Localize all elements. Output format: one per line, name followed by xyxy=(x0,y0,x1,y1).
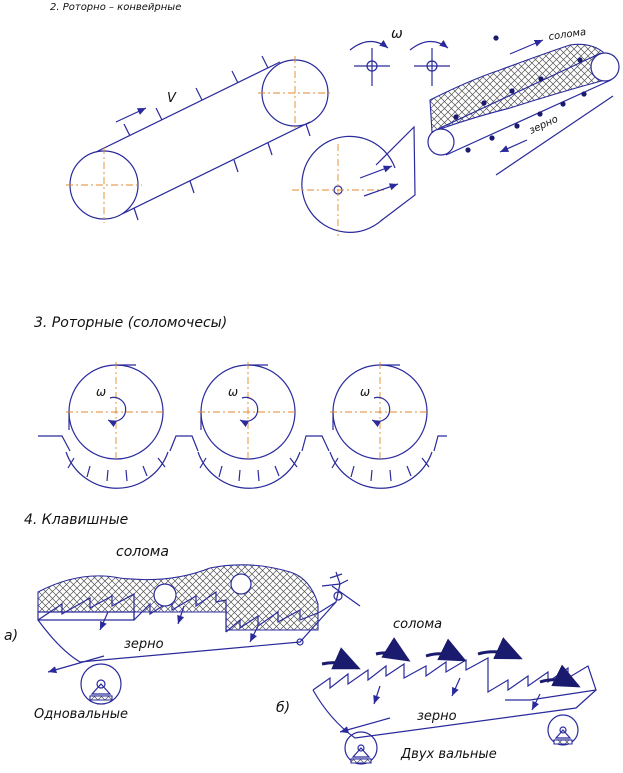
grain-label-b: зерно xyxy=(417,709,457,724)
variant-label-b: б) xyxy=(276,700,290,716)
straw-roller-left xyxy=(427,128,455,156)
conveyor-tines-top xyxy=(123,55,269,137)
straw-flow-arrows-b xyxy=(321,637,581,688)
crank-shaft-b-left xyxy=(344,731,378,765)
crank-shaft-b-right xyxy=(547,714,579,746)
walker-crank-a xyxy=(319,571,361,613)
section-rotary: 3. Роторные (соломочесы) ω ω xyxy=(34,315,447,489)
conveyor-tines-bottom xyxy=(133,123,311,221)
belt-motion-arrow xyxy=(115,107,147,123)
omega-label: ω xyxy=(391,26,403,42)
beater-housing xyxy=(301,125,416,233)
rotary-drum-3: ω xyxy=(329,362,433,489)
grain-dots xyxy=(453,35,587,153)
rotary-drum-2: ω xyxy=(197,362,301,489)
straw-bubble-1 xyxy=(153,583,177,607)
straw-belt-top xyxy=(437,52,602,130)
grain-pan xyxy=(495,95,614,176)
omega-label-1: ω xyxy=(96,385,106,399)
saw-teeth-a3 xyxy=(225,608,321,633)
heading-rotor-conveyor: 2. Роторно – конвейрные xyxy=(50,2,181,13)
walker-double-shaft: солома зерно xyxy=(276,617,597,765)
variant-label-a: а) xyxy=(4,628,18,644)
straw-mass xyxy=(429,43,606,133)
rotor-pair: ω xyxy=(349,26,450,86)
omega-label-2: ω xyxy=(228,385,238,399)
straw-conveyor: солома зерно xyxy=(427,27,620,176)
velocity-label: V xyxy=(167,91,177,106)
straw-label: солома xyxy=(548,27,587,43)
saw-teeth-a1 xyxy=(37,592,135,621)
grain-arrows-b xyxy=(339,677,541,734)
conveyor-axes xyxy=(66,56,332,223)
straw-label-b: солома xyxy=(393,617,442,632)
grain-arrows-a xyxy=(47,605,259,674)
conveyor-belt-bottom xyxy=(121,121,311,215)
heading-rotary: 3. Роторные (соломочесы) xyxy=(34,315,227,331)
beater-flow-arrow-1 xyxy=(359,165,393,179)
section-rotor-conveyor: 2. Роторно – конвейрные xyxy=(50,2,620,236)
straw-bubble-2 xyxy=(230,573,252,595)
rotary-deck xyxy=(38,435,447,452)
grain-label: зерно xyxy=(528,114,560,137)
crank-shaft-a xyxy=(80,663,122,705)
straw-flow-arrow xyxy=(509,39,544,55)
beater-drum xyxy=(292,125,416,236)
caption-single-shaft: Одновальные xyxy=(34,707,128,722)
grain-label-a: зерно xyxy=(124,637,164,652)
beater-flow-arrow-2 xyxy=(363,183,399,197)
straw-roller-right xyxy=(590,52,620,82)
rotor-1 xyxy=(349,40,390,86)
straw-label-a: солома xyxy=(116,544,169,560)
walker-single-shaft: солома зерно xyxy=(4,544,361,722)
walker-body-a xyxy=(37,601,337,663)
saw-teeth-a2 xyxy=(133,590,227,632)
belt-conveyor: V xyxy=(66,55,332,223)
walker-body-b xyxy=(312,689,597,739)
rotary-drum-1: ω xyxy=(65,362,169,489)
omega-label-3: ω xyxy=(360,385,370,399)
heading-walkers: 4. Клавишные xyxy=(24,512,128,528)
section-walkers: 4. Клавишные солома зерно xyxy=(4,512,597,765)
rotor-2 xyxy=(409,40,450,86)
conveyor-belt-top xyxy=(95,61,281,153)
grain-flow-arrow xyxy=(499,139,528,153)
caption-double-shaft: Двух вальные xyxy=(400,747,497,762)
